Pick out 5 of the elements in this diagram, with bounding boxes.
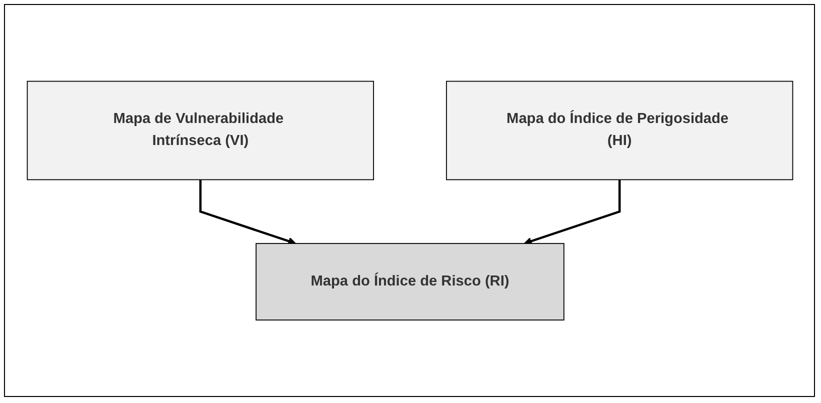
- arrow: [198, 180, 296, 245]
- node-box: Mapa do Índice de Perigosidade (HI): [446, 80, 793, 180]
- arrow: [523, 180, 620, 245]
- node-box: Mapa de Vulnerabilidade Intrínseca (VI): [26, 80, 374, 180]
- node-box: Mapa do Índice de Risco (RI): [255, 242, 564, 320]
